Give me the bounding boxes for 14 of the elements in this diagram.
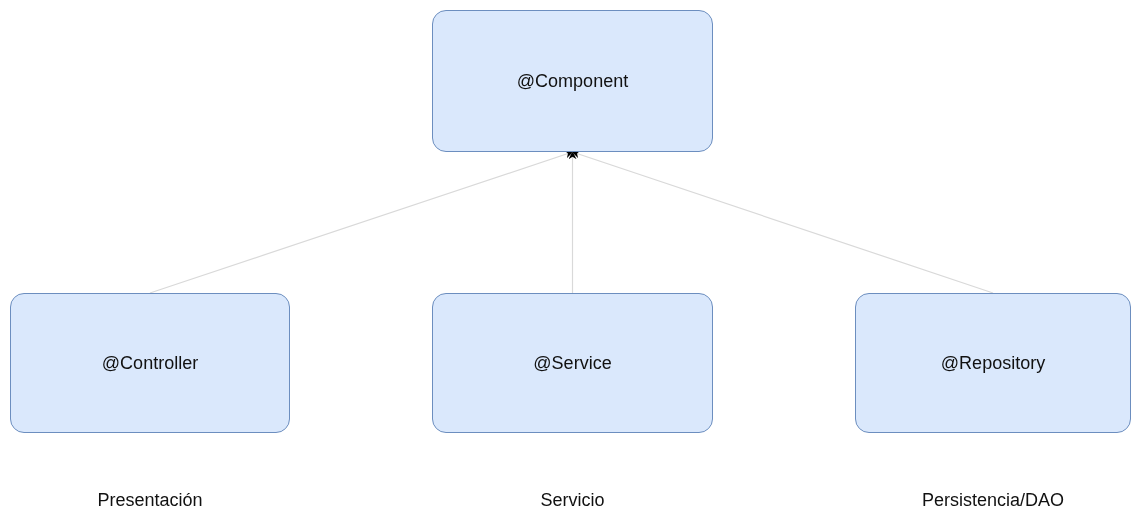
class-box (10, 293, 290, 433)
class-box (432, 293, 713, 433)
layer-caption: Presentación (97, 490, 203, 511)
arrow (149, 150, 574, 294)
arrow (571, 150, 994, 294)
layer-caption: Servicio (540, 490, 605, 511)
annotation-label: @Controller (101, 352, 199, 374)
class-box (855, 293, 1131, 433)
class-box (432, 10, 713, 152)
layer-caption: Persistencia/DAO (921, 490, 1065, 511)
annotation-label: @Service (533, 352, 612, 374)
annotation-label: @Repository (940, 352, 1046, 374)
annotation-label: @Component (516, 70, 629, 92)
arrow (568, 151, 577, 294)
